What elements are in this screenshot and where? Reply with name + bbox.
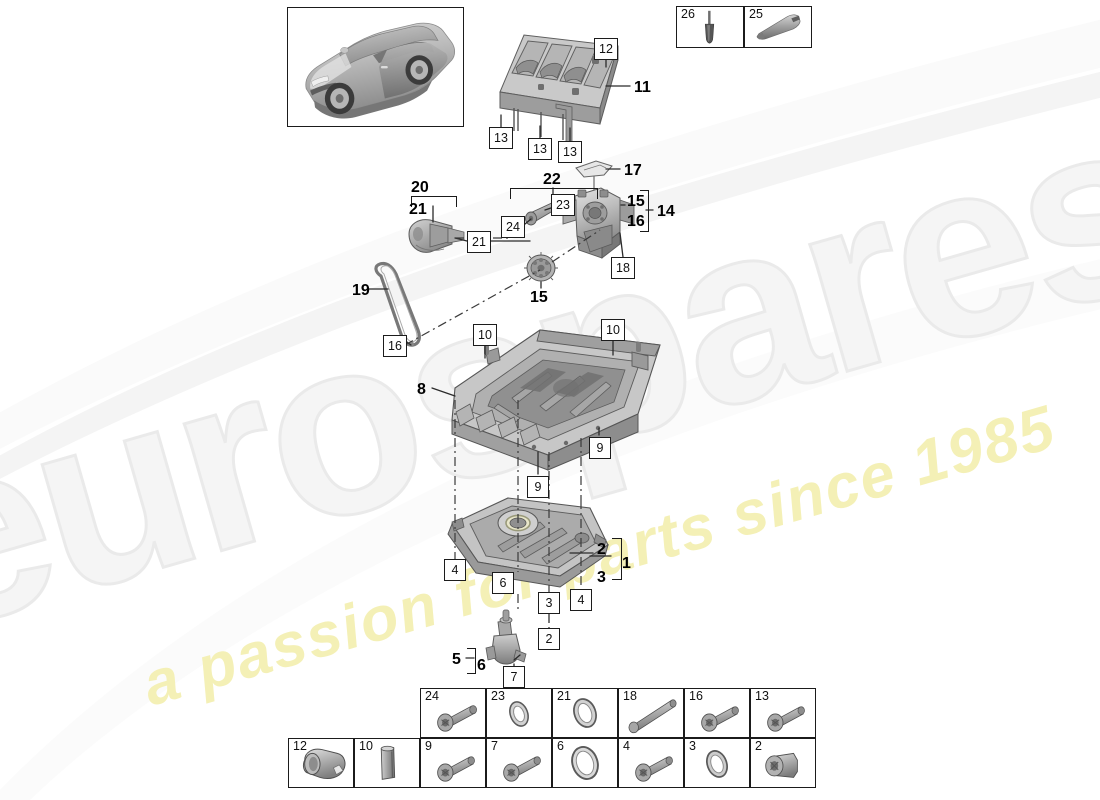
- callout-21: 21: [467, 231, 491, 253]
- part-8-upper-oil-pan: [451, 329, 661, 471]
- callout-2: 2: [538, 628, 560, 650]
- legend-number-23: 23: [491, 689, 505, 703]
- legend-number-12: 12: [293, 739, 307, 753]
- bracket-1: [612, 538, 622, 580]
- callout-10: 10: [473, 324, 497, 346]
- legend-cell-13: 13: [750, 688, 816, 738]
- callout-18: 18: [611, 257, 635, 279]
- legend-cell-7: 7: [486, 738, 552, 788]
- legend-number-24: 24: [425, 689, 439, 703]
- legend-cell-3: 3: [684, 738, 750, 788]
- legend-cell-9: 9: [420, 738, 486, 788]
- tool-panel-25: 25: [744, 6, 812, 48]
- legend-number-7: 7: [491, 739, 498, 753]
- legend-cell-4: 4: [618, 738, 684, 788]
- vehicle-illustration-frame: [287, 7, 464, 127]
- part-15-sprocket: [524, 252, 558, 284]
- callout-13: 13: [528, 138, 552, 160]
- part-1-lower-oil-pan: [447, 497, 609, 588]
- callout-13: 13: [558, 141, 582, 163]
- callout-7: 7: [503, 666, 525, 688]
- legend-cell-24: 24: [420, 688, 486, 738]
- legend-number-18: 18: [623, 689, 637, 703]
- callout-19: 19: [352, 282, 370, 299]
- legend-cell-10: 10: [354, 738, 420, 788]
- legend-cell-6: 6: [552, 738, 618, 788]
- callout-15: 15: [530, 289, 548, 306]
- callout-10: 10: [601, 319, 625, 341]
- callout-16: 16: [627, 213, 645, 230]
- callout-3: 3: [597, 569, 606, 586]
- callout-22: 22: [543, 171, 561, 188]
- legend-number-16: 16: [689, 689, 703, 703]
- callout-4: 4: [444, 559, 466, 581]
- callout-13: 13: [489, 127, 513, 149]
- legend-cell-2: 2: [750, 738, 816, 788]
- legend-number-4: 4: [623, 739, 630, 753]
- callout-16: 16: [383, 335, 407, 357]
- callout-1: 1: [622, 555, 631, 572]
- callout-5: 5: [452, 651, 461, 668]
- legend-number-6: 6: [557, 739, 564, 753]
- tool-panel-26-number: 26: [681, 7, 695, 21]
- callout-11: 11: [634, 79, 651, 96]
- legend-number-13: 13: [755, 689, 769, 703]
- callout-17: 17: [624, 162, 642, 179]
- callout-6: 6: [477, 657, 486, 674]
- legend-number-3: 3: [689, 739, 696, 753]
- part-5-drain-valve: [485, 609, 527, 665]
- vehicle-illustration: [305, 22, 456, 119]
- callout-9: 9: [589, 437, 611, 459]
- callout-3: 3: [538, 592, 560, 614]
- bracket-5-6: [467, 648, 476, 674]
- part-20-oil-level-sensor: [408, 219, 465, 253]
- legend-cell-16: 16: [684, 688, 750, 738]
- legend-cell-21: 21: [552, 688, 618, 738]
- legend-cell-12: 12: [288, 738, 354, 788]
- callout-23: 23: [551, 194, 575, 216]
- callout-15: 15: [627, 193, 645, 210]
- callout-20: 20: [411, 179, 429, 196]
- callout-8: 8: [417, 381, 426, 398]
- part-19-drive-chain: [374, 261, 421, 347]
- legend-number-21: 21: [557, 689, 571, 703]
- tool-panel-26: 26: [676, 6, 744, 48]
- legend-cell-18: 18: [618, 688, 684, 738]
- tool-panel-25-number: 25: [749, 7, 763, 21]
- callout-21: 21: [409, 201, 427, 218]
- callout-2: 2: [597, 541, 606, 558]
- legend-cell-23: 23: [486, 688, 552, 738]
- callout-14: 14: [657, 203, 675, 220]
- callout-12: 12: [594, 38, 618, 60]
- legend-number-9: 9: [425, 739, 432, 753]
- legend-number-2: 2: [755, 739, 762, 753]
- callout-24: 24: [501, 216, 525, 238]
- callout-4: 4: [570, 589, 592, 611]
- callout-6: 6: [492, 572, 514, 594]
- legend-number-10: 10: [359, 739, 373, 753]
- callout-9: 9: [527, 476, 549, 498]
